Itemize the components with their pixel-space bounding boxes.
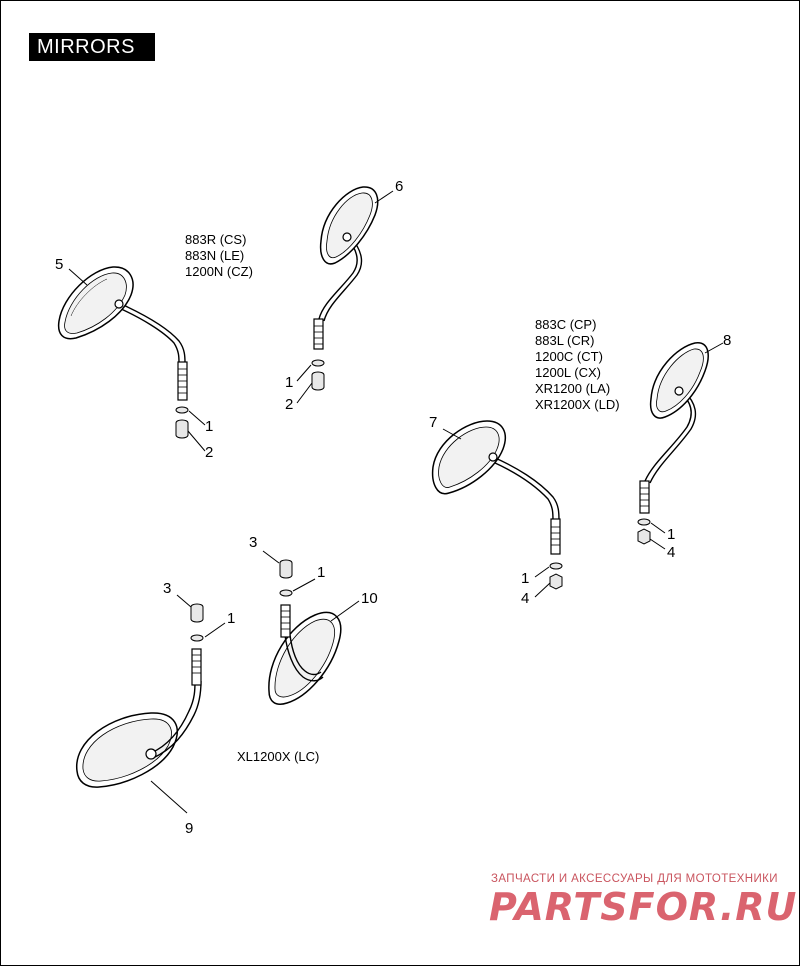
callout-7: 7 <box>429 414 437 431</box>
mirror-10-arm <box>284 634 324 682</box>
model-group-c: XL1200X (LC) <box>237 749 319 764</box>
model-group-b: 883C (CP) 883L (CR) 1200C (CT) 1200L (CX… <box>535 317 620 412</box>
mirror-6 <box>311 186 379 391</box>
callout-1-a: 1 <box>205 418 213 435</box>
callout-1-c: 1 <box>521 570 529 587</box>
cap-2-a <box>175 419 189 439</box>
washer-1-d <box>637 518 651 526</box>
callout-9: 9 <box>185 820 193 837</box>
watermark-tagline: ЗАПЧАСТИ И АКСЕССУАРЫ ДЛЯ МОТОТЕХНИКИ <box>491 873 778 885</box>
callout-4-a: 4 <box>521 590 529 607</box>
callout-numbers: 5 6 7 8 9 10 1 2 1 2 1 4 1 4 1 3 1 3 <box>55 178 731 837</box>
callout-1-b: 1 <box>285 374 293 391</box>
cap-3-b <box>190 603 204 623</box>
model-group-a: 883R (CS) 883N (LE) 1200N (CZ) <box>185 232 253 279</box>
mirror-7-arm <box>492 456 560 522</box>
washer-1-e <box>279 589 293 597</box>
model-line: XL1200X (LC) <box>237 749 319 764</box>
model-line: 1200C (CT) <box>535 349 603 364</box>
callout-1-d: 1 <box>667 526 675 543</box>
callout-2-b: 2 <box>285 396 293 413</box>
model-line: 883N (LE) <box>185 248 244 263</box>
nut-4-b <box>637 528 651 545</box>
washer-1-b <box>311 359 325 367</box>
model-line: XR1200X (LD) <box>535 397 620 412</box>
cap-3-a <box>279 559 293 579</box>
mirror-5-arm <box>118 302 186 364</box>
callout-1-f: 1 <box>227 610 235 627</box>
model-line: XR1200 (LA) <box>535 381 610 396</box>
washer-1-c <box>549 562 563 570</box>
watermark-logo: PARTSFOR.RU <box>489 885 798 929</box>
model-line: 883R (CS) <box>185 232 246 247</box>
washer-1-f <box>190 634 204 642</box>
mirror-10 <box>268 559 342 705</box>
nut-4-a <box>549 573 563 590</box>
model-line: 883L (CR) <box>535 333 594 348</box>
mirror-9 <box>76 603 204 788</box>
model-line: 883C (CP) <box>535 317 596 332</box>
washer-1-a <box>175 406 189 414</box>
mirror-5 <box>57 266 189 439</box>
callout-4-b: 4 <box>667 544 675 561</box>
mirror-7 <box>431 420 563 590</box>
callout-1-e: 1 <box>317 564 325 581</box>
mirror-8 <box>637 342 709 545</box>
callout-8: 8 <box>723 332 731 349</box>
callout-3-a: 3 <box>249 534 257 551</box>
callout-3-b: 3 <box>163 580 171 597</box>
leader-lines <box>68 190 724 814</box>
mirror-9-arm <box>150 680 196 754</box>
model-line: 1200L (CX) <box>535 365 601 380</box>
callout-6: 6 <box>395 178 403 195</box>
model-line: 1200N (CZ) <box>185 264 253 279</box>
page-title: MIRRORS <box>29 33 155 61</box>
callout-5: 5 <box>55 256 63 273</box>
callout-2-a: 2 <box>205 444 213 461</box>
cap-2-b <box>311 371 325 391</box>
callout-10: 10 <box>361 590 378 607</box>
